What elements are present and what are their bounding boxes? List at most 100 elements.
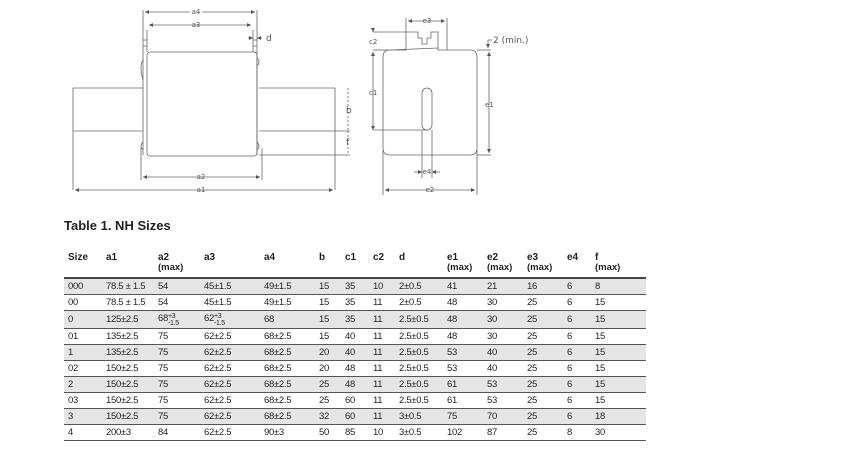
cell-e1: 41 [443,278,483,295]
column-header-label: Size [68,252,89,263]
column-header-label: f [595,252,599,263]
column-header-b: b [315,250,341,279]
label-e4: e4 [423,168,432,176]
cell-a2: 75 [154,344,200,361]
side-view [72,10,350,192]
cell-e3: 25 [523,408,563,425]
cell-f: 15 [591,310,646,329]
cell-c2: 11 [369,310,395,329]
cell-e4: 6 [563,310,591,329]
cell-a3: 62±2.5 [200,360,260,377]
cell-e1: 61 [443,376,483,393]
cell-c1: 40 [341,328,369,345]
cell-d: 3±0.5 [395,424,443,441]
cell-a2: 75 [154,408,200,425]
column-header-sublabel: (max) [595,262,621,273]
label-e1: e1 [485,101,494,109]
cell-e3: 25 [523,344,563,361]
column-header-a3: a3 [200,250,260,279]
column-header-label: a1 [106,252,118,263]
cell-a4: 68±2.5 [260,408,315,425]
cell-c2: 11 [369,376,395,393]
cell-size: 03 [64,392,102,409]
cell-c1: 48 [341,376,369,393]
cell-a3: 62+3-1.5 [200,310,260,329]
column-header-label: d [399,252,406,263]
column-header-a1: a1 [102,250,154,279]
cell-size: 00 [64,294,102,311]
column-header-d: d [395,250,443,279]
cell-e4: 6 [563,344,591,361]
cell-b: 25 [315,392,341,409]
cell-a2: 84 [154,424,200,441]
column-header-label: e1 [447,252,459,263]
cell-a3: 62±2.5 [200,376,260,393]
cell-e4: 6 [563,278,591,295]
cell-f: 15 [591,392,646,409]
cell-d: 2±0.5 [395,294,443,311]
cell-e4: 6 [563,408,591,425]
cell-b: 15 [315,294,341,311]
cell-size: 01 [64,328,102,345]
cell-e2: 87 [483,424,523,441]
cell-f: 15 [591,360,646,377]
cell-a1: 78.5 ± 1.5 [102,278,154,295]
cell-a1: 150±2.5 [102,408,154,425]
column-header-c2: c2 [369,250,395,279]
label-d: d [266,34,272,44]
cell-a4: 68±2.5 [260,360,315,377]
cell-e1: 48 [443,310,483,329]
label-f: f [346,138,350,148]
cell-e4: 6 [563,376,591,393]
cell-e4: 8 [563,424,591,441]
cell-c1: 35 [341,310,369,329]
cell-e2: 30 [483,310,523,329]
cell-d: 2.5±0.5 [395,328,443,345]
column-header-label: e4 [567,252,579,263]
column-header-label: a3 [204,252,216,263]
label-a1: a1 [197,186,206,194]
cell-e1: 102 [443,424,483,441]
cell-a1: 135±2.5 [102,328,154,345]
column-header-size: Size [64,250,102,279]
label-b: b [346,106,352,116]
label-a3: a3 [192,21,201,29]
cell-a4: 68 [260,310,315,329]
cell-size: 000 [64,278,102,295]
cell-a2: 54 [154,278,200,295]
column-header-sublabel: (max) [447,262,473,273]
cell-e2: 53 [483,392,523,409]
cell-f: 15 [591,344,646,361]
column-header-e1: e1(max) [443,250,483,279]
cell-f: 30 [591,424,646,441]
cell-size: 4 [64,424,102,441]
column-header-label: c2 [373,252,385,263]
cell-c2: 11 [369,328,395,345]
cell-a3: 45±1.5 [200,278,260,295]
column-header-a2: a2(max) [154,250,200,279]
cell-a1: 200±3 [102,424,154,441]
cell-e2: 53 [483,376,523,393]
cell-e2: 30 [483,294,523,311]
cell-f: 15 [591,294,646,311]
cell-b: 15 [315,328,341,345]
column-header-label: e3 [527,252,539,263]
cell-b: 25 [315,376,341,393]
cell-a1: 150±2.5 [102,392,154,409]
cell-c1: 48 [341,360,369,377]
cell-size: 1 [64,344,102,361]
cell-a2: 75 [154,376,200,393]
column-header-sublabel: (max) [527,262,553,273]
cell-c2: 11 [369,360,395,377]
cell-f: 15 [591,328,646,345]
cell-a1: 150±2.5 [102,376,154,393]
column-header-e3: e3(max) [523,250,563,279]
cell-e4: 6 [563,392,591,409]
column-header-f: f(max) [591,250,646,279]
side-view-labels: a4 a4 a3 d b f a2 a1 [190,6,352,194]
cell-a1: 125±2.5 [102,310,154,329]
